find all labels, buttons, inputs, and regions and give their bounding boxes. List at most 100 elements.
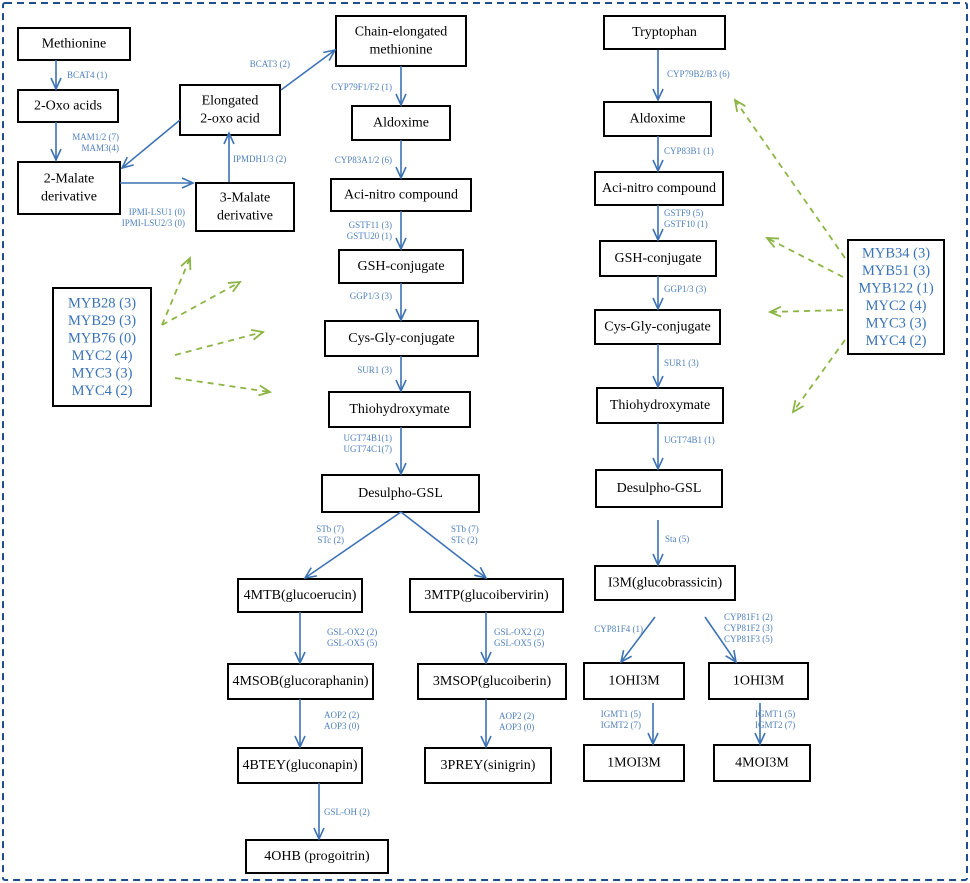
node-indolic-cys-gly: Cys-Gly-conjugate [594, 309, 721, 345]
enzyme-label-cyp81f4: CYP81F4 (1) [594, 624, 643, 634]
node-label: Desulpho-GSL [617, 481, 702, 496]
regulation-arrow-5 [735, 100, 846, 259]
node-label: 4OHB (progoitrin) [264, 849, 370, 864]
node-moi3m-1: 1MOI3M [583, 744, 685, 782]
node-aliphatic-thiohydroxymate: Thiohydroxymate [328, 391, 471, 428]
node-label: Aci-nitro compound [344, 188, 458, 203]
enzyme-label-igmt-left: IGMT1 (5) [601, 709, 641, 719]
node-oxo-acids: 2-Oxo acids [17, 89, 119, 123]
regulation-arrow-3 [174, 332, 263, 356]
node-label: 4BTEY(gluconapin) [242, 758, 357, 773]
node-label: 2-Malate [44, 172, 95, 187]
tf-entry: MYB34 (3) [862, 245, 930, 261]
node-ohb4: 4OHB (progoitrin) [245, 839, 389, 874]
node-prey3: 3PREY(sinigrin) [424, 747, 552, 784]
tf-entry: MYC4 (2) [72, 383, 133, 399]
node-label: 2-oxo acid [200, 112, 259, 127]
node-label: I3M(glucobrassicin) [608, 576, 723, 591]
node-indolic-aldoxime: Aldoxime [603, 101, 712, 137]
enzyme-label-cyp79b: CYP79B2/B3 (6) [667, 69, 730, 79]
node-label: derivative [217, 209, 273, 224]
regulation-arrow-1 [161, 258, 190, 326]
enzyme-label-ggp-ind: GGP1/3 (3) [664, 284, 706, 294]
node-label: 2-Oxo acids [34, 99, 102, 114]
node-label: GSH-conjugate [614, 251, 701, 266]
node-label: Chain-elongated [355, 25, 448, 40]
arrow-desulpho-3mtp [400, 511, 488, 580]
tf-entry: MYC2 (4) [866, 298, 927, 314]
node-label: 4MTB(glucoerucin) [244, 588, 357, 603]
enzyme-label-igmt-left: IGMT2 (7) [601, 720, 641, 730]
tf-entry: MYC3 (3) [866, 315, 927, 331]
enzyme-label-sur1-ind: SUR1 (3) [664, 358, 699, 368]
arrow-desulpho-4mtb [303, 511, 402, 580]
enzyme-label-bcat3: BCAT3 (2) [250, 59, 290, 69]
node-label: Cys-Gly-conjugate [604, 320, 711, 335]
enzyme-label-sta: Sta (5) [665, 534, 689, 544]
enzyme-label-gsl-oh: GSL-OH (2) [324, 807, 370, 817]
enzyme-label-gsl-ox-right: GSL-OX5 (5) [494, 638, 544, 648]
tf-entry: MYB29 (3) [68, 313, 136, 329]
enzyme-label-sur1-aliph: SUR1 (3) [357, 365, 392, 375]
node-label: Cys-Gly-conjugate [348, 331, 455, 346]
enzyme-label-cyp81f123: CYP81F3 (5) [724, 634, 773, 644]
tf-entry: MYB51 (3) [862, 263, 930, 279]
enzyme-label-bcat4: BCAT4 (1) [67, 70, 107, 80]
regulation-arrow-6 [767, 238, 844, 278]
node-aliphatic-cys-gly: Cys-Gly-conjugate [324, 320, 479, 357]
enzyme-label-ugt-ind: UGT74B1 (1) [664, 435, 715, 445]
node-label: methionine [370, 43, 433, 58]
node-label: Aldoxime [373, 116, 429, 131]
enzyme-label-ipmi: IPMI-LSU2/3 (0) [122, 218, 185, 228]
arrow-i3m-1ohi3m-right [704, 616, 738, 664]
enzyme-label-cyp83b1: CYP83B1 (1) [664, 146, 714, 156]
enzyme-label-mam: MAM1/2 (7) [72, 132, 119, 142]
arrow-elongated-chain [280, 48, 337, 91]
enzyme-label-gsl-ox-right: GSL-OX2 (2) [494, 627, 544, 637]
node-label: 1OHI3M [608, 674, 660, 689]
enzyme-label-ipmi: IPMI-LSU1 (0) [129, 207, 185, 217]
node-chain-elongated-met: Chain-elongated methionine [335, 15, 467, 67]
node-indolic-aci-nitro: Aci-nitro compound [594, 171, 724, 206]
node-label: Elongated [202, 94, 259, 109]
node-ohi3m-left: 1OHI3M [583, 662, 685, 700]
enzyme-label-gsl-ox-left: GSL-OX5 (5) [327, 638, 377, 648]
node-methionine: Methionine [17, 27, 131, 61]
enzyme-label-gsl-ox-left: GSL-OX2 (2) [327, 627, 377, 637]
node-aliphatic-aci-nitro: Aci-nitro compound [330, 178, 472, 212]
enzyme-label-igmt-right: IGMT1 (5) [755, 709, 795, 719]
node-label: Tryptophan [632, 25, 697, 40]
enzyme-label-ugt-aliph: UGT74B1(1) [344, 433, 393, 443]
tf-entry: MYC3 (3) [72, 365, 133, 381]
node-indolic-thiohydroxymate: Thiohydroxymate [596, 387, 724, 424]
node-label: 1MOI3M [607, 756, 661, 771]
enzyme-label-cyp83a1: CYP83A1/2 (6) [335, 155, 392, 165]
regulation-arrow-4 [174, 377, 270, 392]
enzyme-label-cyp81f123: CYP81F1 (2) [724, 612, 773, 622]
enzyme-label-aop-left: AOP3 (0) [324, 721, 359, 731]
enzyme-label-st-right: STc (2) [451, 535, 478, 545]
node-label: GSH-conjugate [357, 259, 444, 274]
enzyme-label-cyp81f123: CYP81F2 (3) [724, 623, 773, 633]
node-label: 3MSOP(glucoiberin) [433, 674, 552, 689]
enzyme-label-cyp79f: CYP79F1/F2 (1) [331, 82, 392, 92]
enzyme-label-gstf11: GSTF11 (3) [349, 220, 392, 230]
node-aliphatic-aldoxime: Aldoxime [351, 105, 451, 141]
enzyme-label-st-left: STc (2) [317, 535, 344, 545]
tf-box-aliphatic: MYB28 (3)MYB29 (3)MYB76 (0)MYC2 (4)MYC3 … [52, 287, 152, 407]
regulation-arrows [161, 100, 846, 412]
enzyme-label-gstf9: GSTF10 (1) [664, 219, 708, 229]
node-mtb4: 4MTB(glucoerucin) [237, 578, 363, 613]
node-label: Aldoxime [630, 112, 686, 127]
enzyme-label-ipmdh: IPMDH1/3 (2) [233, 154, 286, 164]
node-aliphatic-desulpho-gsl: Desulpho-GSL [321, 474, 480, 513]
tf-entry: MYB76 (0) [68, 330, 136, 346]
node-label: Methionine [42, 37, 107, 52]
enzyme-label-igmt-right: IGMT2 (7) [755, 720, 795, 730]
node-btey4: 4BTEY(gluconapin) [237, 747, 363, 784]
node-label: 3MTP(glucoibervirin) [424, 588, 549, 603]
enzyme-label-ugt-aliph: UGT74C1(7) [344, 444, 393, 454]
node-label: 4MOI3M [735, 756, 789, 771]
